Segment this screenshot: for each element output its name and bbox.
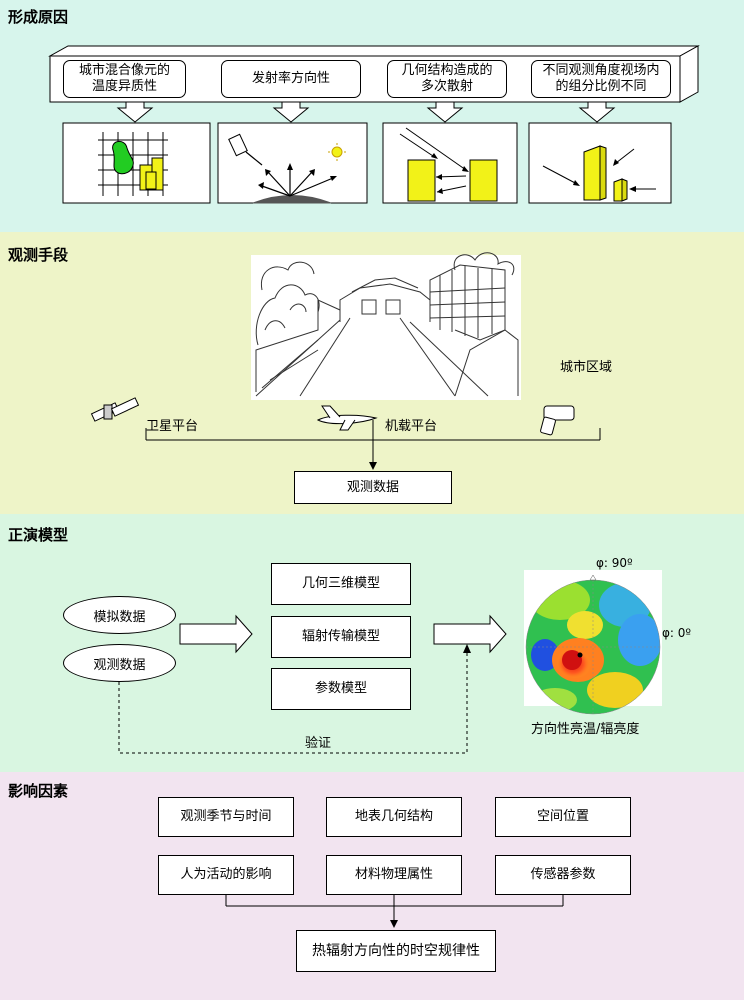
section-title-formation: 形成原因 xyxy=(8,8,69,26)
airborne-platform-label: 机载平台 xyxy=(385,419,438,434)
section-title-forward: 正演模型 xyxy=(8,526,69,544)
handheld-sensor-icon xyxy=(540,405,575,436)
factor-sensor-parameters: 传感器参数 xyxy=(495,855,631,895)
simulated-data-ellipse: 模拟数据 xyxy=(63,596,176,634)
spatiotemporal-regularity-box: 热辐射方向性的时空规律性 xyxy=(296,930,496,972)
verification-label: 验证 xyxy=(305,736,332,751)
factor-human-activity: 人为活动的影响 xyxy=(158,855,294,895)
radiative-transfer-model-box: 辐射传输模型 xyxy=(271,616,411,658)
directional-brightness-label: 方向性亮温/辐亮度 xyxy=(531,722,640,737)
scattering-illustration xyxy=(382,122,518,204)
mixed-pixel-illustration xyxy=(62,122,211,204)
airplane-icon xyxy=(316,405,378,431)
cause-box-4: 不同观测角度视场内 的组分比例不同 xyxy=(531,60,671,98)
component-ratio-illustration xyxy=(528,122,672,204)
cause-box-2: 发射率方向性 xyxy=(221,60,361,98)
factor-season-time: 观测季节与时间 xyxy=(158,797,294,837)
cause-illustrations xyxy=(62,122,672,204)
satellite-platform-label: 卫星平台 xyxy=(146,419,199,434)
phi-90-label: φ: 90º xyxy=(596,556,633,570)
geometric-3d-model-box: 几何三维模型 xyxy=(271,563,411,605)
cause-box-1: 城市混合像元的 温度异质性 xyxy=(63,60,186,98)
cause-box-3: 几何结构造成的 多次散射 xyxy=(387,60,507,98)
satellite-icon xyxy=(90,397,140,422)
observed-data-ellipse: 观测数据 xyxy=(63,644,176,682)
emissivity-illustration xyxy=(217,122,368,204)
section-title-factors: 影响因素 xyxy=(8,782,69,800)
factor-spatial-position: 空间位置 xyxy=(495,797,631,837)
section-title-observation: 观测手段 xyxy=(8,246,69,264)
factor-material-properties: 材料物理属性 xyxy=(326,855,462,895)
urban-area-label: 城市区域 xyxy=(560,360,613,375)
phi-0-label: φ: 0º xyxy=(662,626,692,640)
factor-surface-geometry: 地表几何结构 xyxy=(326,797,462,837)
parametric-model-box: 参数模型 xyxy=(271,668,411,710)
observation-data-box: 观测数据 xyxy=(294,471,452,504)
